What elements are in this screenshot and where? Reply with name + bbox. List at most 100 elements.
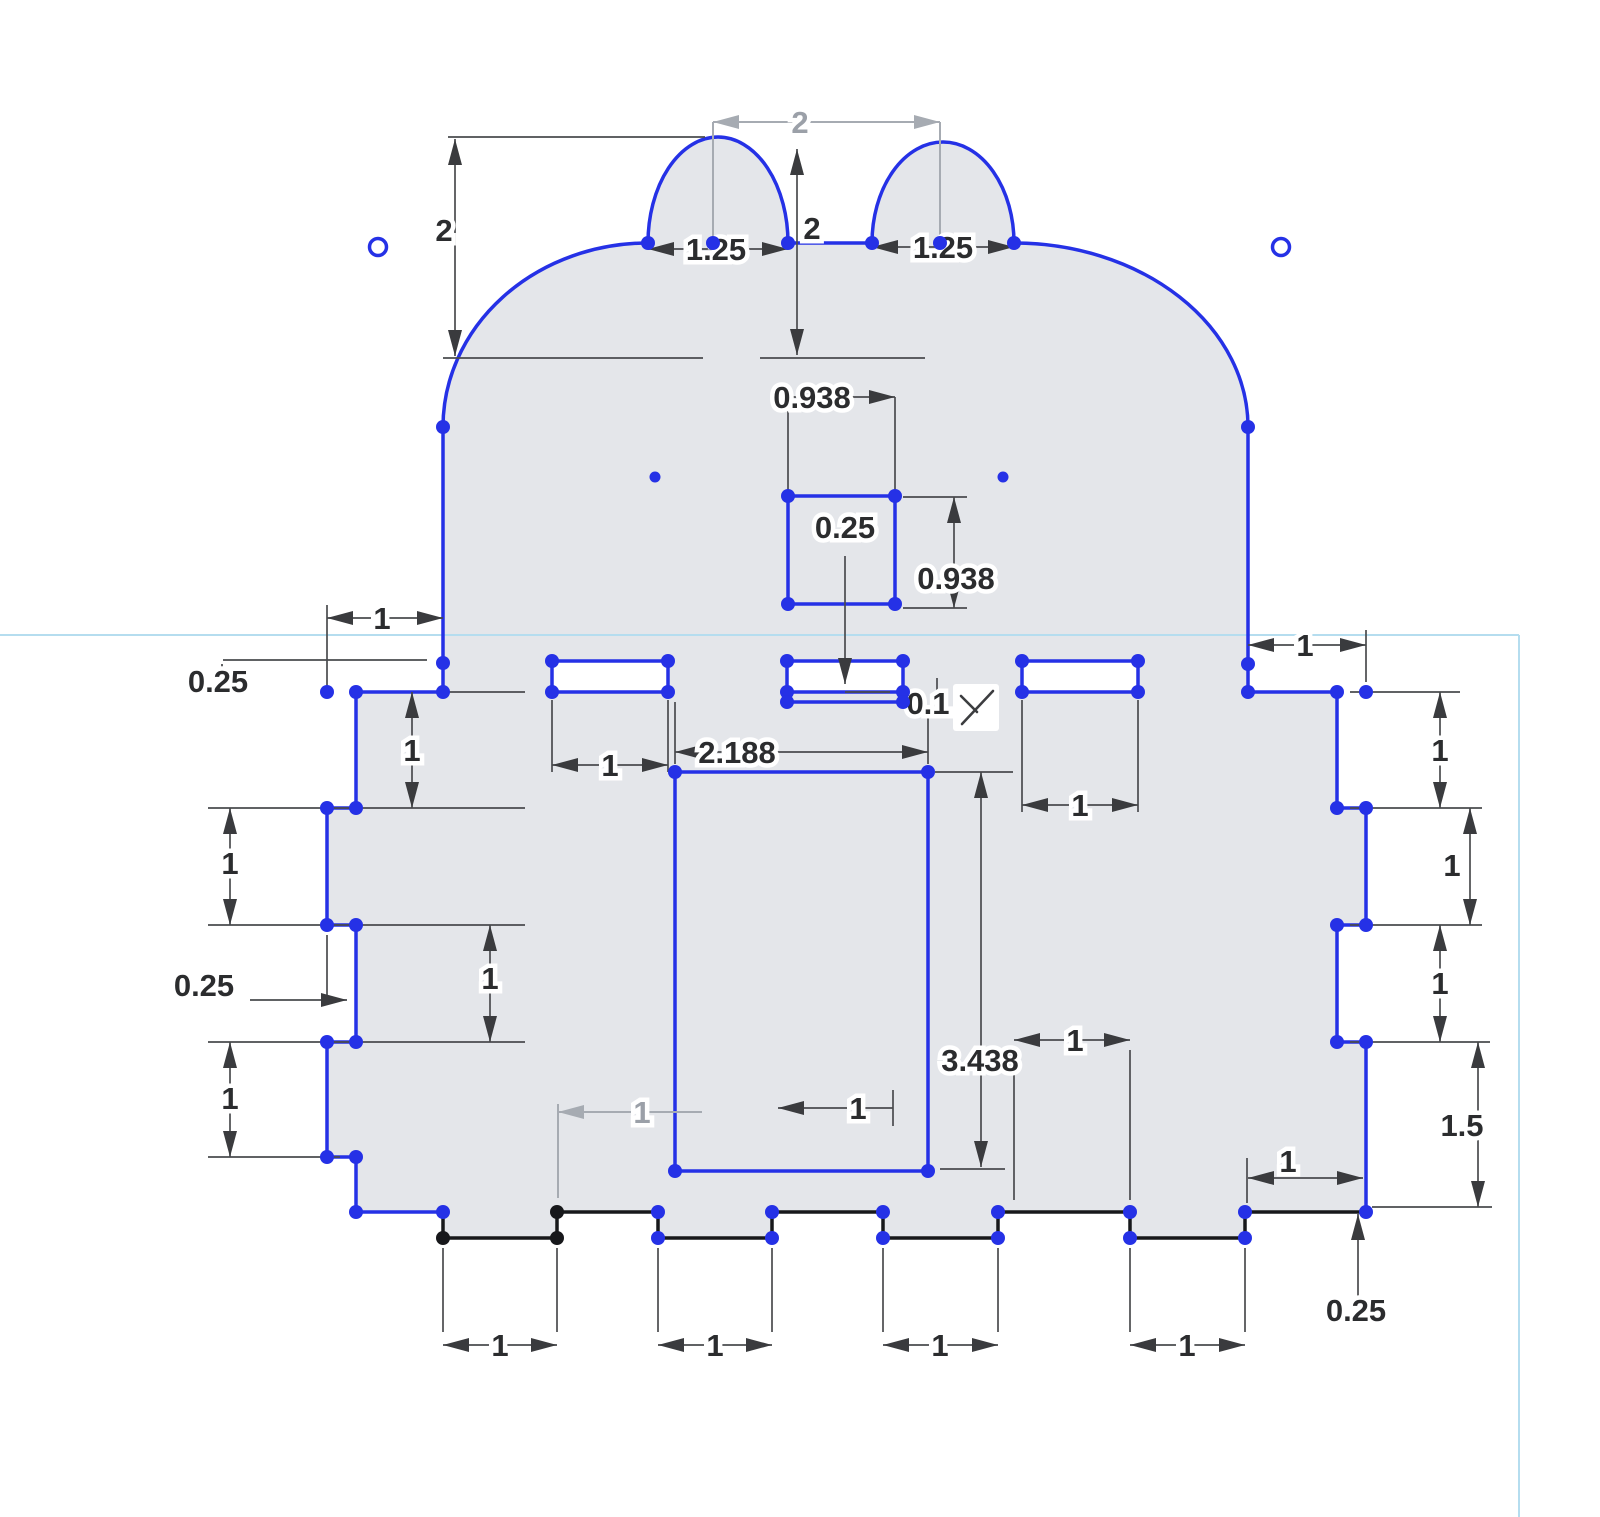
dim-text-left-offset-top[interactable]: 0.25 [183, 660, 252, 704]
sketch-vertex[interactable] [876, 1205, 890, 1219]
sketch-vertex[interactable] [1359, 801, 1373, 815]
sketch-vertex[interactable] [668, 765, 682, 779]
sketch-vertex[interactable] [1238, 1205, 1252, 1219]
sketch-vertex[interactable] [780, 695, 794, 709]
sketch-vertex[interactable] [320, 1035, 334, 1049]
sketch-vertex[interactable] [651, 1205, 665, 1219]
dim-text-center-height[interactable]: 2 [799, 207, 825, 251]
sketch-vertex[interactable] [921, 1164, 935, 1178]
dim-text-head-height[interactable]: 2 [431, 209, 457, 253]
dim-text-right-step-top[interactable]: 1 [1292, 624, 1318, 668]
sketch-vertex[interactable] [436, 685, 450, 699]
sketch-vertex[interactable] [1359, 685, 1373, 699]
dim-text-slot-left-width[interactable]: 1 [597, 744, 623, 788]
sketch-vertex[interactable] [320, 1150, 334, 1164]
sketch-vertex[interactable] [349, 801, 363, 815]
sketch-vertex[interactable] [1359, 1205, 1373, 1219]
sketch-vertex[interactable] [896, 695, 910, 709]
sketch-vertex[interactable] [780, 685, 794, 699]
sketch-vertex[interactable] [545, 685, 559, 699]
sketch-vertex[interactable] [1330, 1035, 1344, 1049]
sketch-vertex[interactable] [651, 1231, 665, 1245]
dim-text-tab4[interactable]: 1 [1174, 1324, 1200, 1368]
sketch-vertex[interactable] [349, 1205, 363, 1219]
dim-text-left-offset-mid[interactable]: 0.25 [169, 964, 238, 1008]
dim-text-left-inner[interactable]: 1 [477, 957, 503, 1001]
sketch-vertex[interactable] [876, 1231, 890, 1245]
sketch-vertex[interactable] [1330, 801, 1344, 815]
sketch-vertex[interactable] [349, 1035, 363, 1049]
sketch-vertex-fixed[interactable] [550, 1231, 564, 1245]
sketch-vertex[interactable] [641, 236, 655, 250]
sketch-vertex[interactable] [661, 685, 675, 699]
sketch-vertex[interactable] [349, 685, 363, 699]
sketch-vertices[interactable] [320, 236, 1373, 1245]
sketch-vertex-fixed[interactable] [436, 1231, 450, 1245]
square-cutout[interactable] [786, 494, 897, 606]
reference-point-left[interactable] [367, 236, 389, 258]
sketch-vertex[interactable] [1330, 685, 1344, 699]
sketch-vertex[interactable] [1330, 918, 1344, 932]
interior-point-left[interactable] [649, 471, 661, 483]
slot-right[interactable] [1020, 659, 1140, 694]
sketch-vertex[interactable] [1238, 1231, 1252, 1245]
sketch-vertex[interactable] [1007, 236, 1021, 250]
dim-text-square-width[interactable]: 0.938 [769, 376, 856, 420]
sketch-vertex[interactable] [320, 685, 334, 699]
dim-text-slot-gap[interactable]: 0.1 [902, 682, 954, 726]
sketch-vertex[interactable] [765, 1231, 779, 1245]
dim-text-mouth-height[interactable]: 3.438 [937, 1039, 1024, 1083]
sketch-vertex-fixed[interactable] [550, 1205, 564, 1219]
dim-text-left-seg1[interactable]: 1 [399, 729, 425, 773]
sketch-vertex[interactable] [661, 654, 675, 668]
sketch-vertex[interactable] [991, 1205, 1005, 1219]
dim-text-tab-inner[interactable]: 1 [1062, 1019, 1088, 1063]
sketch-vertex[interactable] [1123, 1231, 1137, 1245]
sketch-vertex[interactable] [1123, 1205, 1137, 1219]
sketch-vertex[interactable] [1015, 654, 1029, 668]
dim-text-bottom-right-offset[interactable]: 0.25 [1321, 1289, 1390, 1333]
sketch-vertex[interactable] [888, 597, 902, 611]
sketch-vertex[interactable] [436, 656, 450, 670]
dim-text-bottom-right-width[interactable]: 1 [1275, 1140, 1301, 1184]
sketch-vertex[interactable] [320, 918, 334, 932]
sketch-vertex[interactable] [1131, 654, 1145, 668]
sketch-vertex[interactable] [781, 489, 795, 503]
interior-point-right[interactable] [997, 471, 1009, 483]
sketch-vertex[interactable] [933, 236, 947, 250]
sketch-vertex[interactable] [1131, 685, 1145, 699]
sketch-vertex[interactable] [668, 1164, 682, 1178]
sketch-vertex[interactable] [545, 654, 559, 668]
sketch-vertex[interactable] [1241, 657, 1255, 671]
dim-text-mouth-bottom[interactable]: 1 [845, 1087, 871, 1131]
sketch-vertex[interactable] [865, 236, 879, 250]
sketch-vertex[interactable] [436, 420, 450, 434]
sketch-vertex[interactable] [1015, 685, 1029, 699]
sketch-vertex[interactable] [1241, 685, 1255, 699]
dim-text-ear-span[interactable]: 2 [787, 101, 813, 145]
sketch-vertex[interactable] [436, 1205, 450, 1219]
mouth-rectangle[interactable] [673, 770, 930, 1173]
sketch-vertex[interactable] [780, 654, 794, 668]
sketch-vertex[interactable] [921, 765, 935, 779]
sketch-vertex[interactable] [1241, 420, 1255, 434]
sketch-vertex[interactable] [349, 1150, 363, 1164]
dim-text-right-height-lower[interactable]: 1.5 [1436, 1104, 1488, 1148]
sketch-vertex[interactable] [781, 236, 795, 250]
sketch-vertex[interactable] [706, 236, 720, 250]
dim-text-left-seg3[interactable]: 1 [217, 1077, 243, 1121]
dim-text-slot-right-width[interactable]: 1 [1067, 784, 1093, 828]
reference-point-right[interactable] [1270, 236, 1292, 258]
dim-text-tab1[interactable]: 1 [487, 1324, 513, 1368]
dim-text-right-seg3[interactable]: 1 [1427, 962, 1453, 1006]
sketch-vertex[interactable] [765, 1205, 779, 1219]
dim-text-right-seg1[interactable]: 1 [1427, 729, 1453, 773]
sketch-vertex[interactable] [349, 918, 363, 932]
sketch-vertex[interactable] [888, 489, 902, 503]
slot-left[interactable] [550, 659, 670, 694]
dim-text-tab2[interactable]: 1 [702, 1324, 728, 1368]
sketch-vertex[interactable] [1359, 918, 1373, 932]
dim-text-slot-mid-height[interactable]: 0.25 [810, 506, 879, 550]
dim-text-left-step-top[interactable]: 1 [369, 597, 395, 641]
